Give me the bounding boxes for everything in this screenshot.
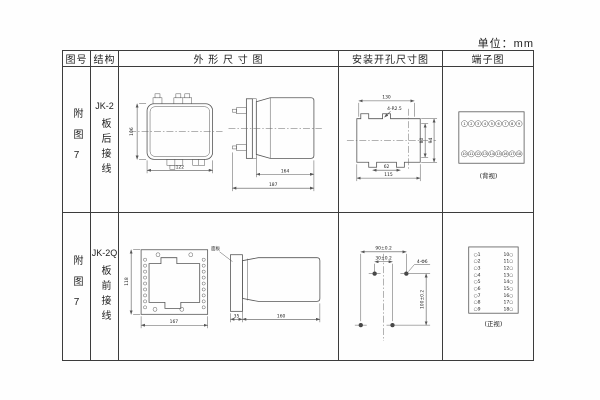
terminal-label: 11○ [503, 258, 513, 264]
jk2-mount-inner-height: 80 [419, 137, 425, 143]
jk2q-panel-label: 面板 [211, 244, 220, 251]
row1-wiring: 板后接线 [99, 118, 110, 178]
jk2-dim-depth-total: 187 [269, 182, 278, 188]
jk2q-dim-height: 118 [124, 277, 130, 286]
row1-structure-cell: JK-2 板后接线 [91, 67, 119, 213]
jk2q-dim-panel-depth: 35 [234, 313, 240, 319]
terminal-label: 17○ [503, 299, 513, 305]
jk2-outline-drawing: 106 122 164 [129, 93, 322, 192]
terminal-label: 16○ [503, 292, 513, 298]
jk2-mount-corner: 4-R2.5 [387, 106, 402, 112]
jk2q-hole-offset: 30±0.2 [375, 255, 392, 261]
jk2q-side-view: 面板 35 160 [211, 244, 321, 322]
row2-wiring: 板前接线 [99, 265, 110, 325]
terminal-label: ○9 [473, 306, 480, 312]
header-terminal: 端子图 [443, 51, 533, 67]
jk2q-dim-depth: 160 [277, 313, 286, 319]
jk2q-left-terminals [143, 257, 147, 309]
header-figure-no: 图号 [63, 51, 91, 67]
terminal-number: 2 [470, 122, 472, 126]
terminal-number: 17 [510, 152, 514, 156]
jk2-mount-width: 130 [382, 94, 391, 100]
terminal-label: ○7 [473, 292, 480, 298]
unit-label: 单位：mm [477, 38, 534, 50]
jk2-mounting-drawing: 130 4-R2.5 80 94 62 115 [346, 94, 438, 182]
header-outline: 外 形 尺 寸 图 [119, 51, 339, 67]
terminal-number: 18 [516, 152, 520, 156]
jk2q-dim-width: 167 [170, 319, 179, 325]
jk2-dim-depth: 164 [281, 168, 290, 174]
row1-model: JK-2 [95, 101, 114, 111]
jk2q-hole-span: 90±0.2 [375, 245, 392, 251]
terminal-label: ○1 [473, 251, 480, 257]
terminal-number: 8 [511, 122, 513, 126]
row1-terminal-cell: 1 2 3 4 5 6 7 8 9 10 11 12 13 14 [443, 67, 533, 213]
terminal-number: 14 [489, 152, 493, 156]
terminal-number: 16 [503, 152, 507, 156]
terminal-label: ○4 [473, 272, 480, 278]
jk2-dim-width: 122 [176, 164, 185, 170]
row2-structure-cell: JK-2Q 板前接线 [91, 213, 119, 360]
jk2q-vertical-span: 100±0.2 [420, 289, 426, 308]
jk2q-mounting-drawing: 90±0.2 30±0.2 4-Φ6 100±0.2 [354, 245, 431, 341]
terminal-label: ○8 [473, 299, 480, 305]
terminal-number: 3 [477, 122, 479, 126]
jk2-mount-inner-width: 62 [384, 164, 390, 170]
row1-outline-cell: 106 122 164 [119, 67, 339, 213]
terminal-number: 5 [490, 122, 492, 126]
row2-model: JK-2Q [91, 248, 118, 258]
jk2-mount-outer-height: 94 [428, 137, 434, 143]
row2-mounting-cell: 90±0.2 30±0.2 4-Φ6 100±0.2 [339, 213, 443, 360]
row2-figure-no: 附图7 [71, 254, 82, 319]
row1-figure-no: 附图7 [71, 107, 82, 172]
header-structure: 结构 [91, 51, 119, 67]
terminal-label: ○6 [473, 285, 480, 291]
terminal-number: 15 [496, 152, 500, 156]
jk2-terminal-bottom-row: 10 11 12 13 14 15 16 17 18 [460, 150, 522, 158]
jk2q-terminal-right-col: 10○ 11○ 12○ 13○ 14○ 15○ 16○ 17○ 18○ [503, 251, 513, 312]
spec-table: 图号 结构 外 形 尺 寸 图 安装开孔尺寸图 端子图 附图7 JK-2 板后接… [62, 50, 534, 361]
jk2-mount-outer-width: 115 [384, 172, 393, 178]
terminal-number: 9 [517, 122, 519, 126]
row1-figure-no-cell: 附图7 [63, 67, 91, 213]
terminal-number: 13 [482, 152, 486, 156]
jk2q-terminal-left-col: ○1 ○2 ○3 ○4 ○5 ○6 ○7 ○8 ○9 [473, 251, 480, 312]
terminal-number: 11 [469, 152, 473, 156]
header-mounting: 安装开孔尺寸图 [339, 51, 443, 67]
jk2-terminal-diagram: 1 2 3 4 5 6 7 8 9 10 11 12 13 14 [457, 111, 524, 180]
terminal-label: 18○ [503, 306, 513, 312]
terminal-number: 7 [504, 122, 506, 126]
terminal-label: 14○ [503, 279, 513, 285]
terminal-number: 4 [483, 122, 485, 126]
jk2q-front-view: 118 167 [124, 248, 209, 328]
terminal-label: 12○ [503, 265, 513, 271]
terminal-number: 10 [462, 152, 466, 156]
terminal-number: 6 [497, 122, 499, 126]
jk2-view-label: (背视) [479, 171, 497, 180]
terminal-label: ○2 [473, 258, 480, 264]
jk2-dim-height: 106 [129, 127, 135, 136]
jk2-front-view: 106 122 [129, 93, 223, 174]
jk2q-terminal-diagram: ○1 ○2 ○3 ○4 ○5 ○6 ○7 ○8 ○9 10○ 11○ 12○ 1… [467, 246, 519, 328]
jk2-side-view: 164 187 [228, 97, 322, 192]
terminal-label: 13○ [503, 272, 513, 278]
jk2q-holes-note: 4-Φ6 [417, 259, 428, 265]
row2-outline-cell: 118 167 面板 35 160 [119, 213, 339, 360]
row1-mounting-cell: 130 4-R2.5 80 94 62 115 [339, 67, 443, 213]
row2-figure-no-cell: 附图7 [63, 213, 91, 360]
terminal-label: ○5 [473, 279, 480, 285]
terminal-number: 1 [463, 122, 465, 126]
terminal-number: 12 [475, 152, 479, 156]
jk2q-view-label: (正视) [484, 319, 502, 328]
jk2q-right-terminals [201, 257, 206, 309]
jk2q-outline-drawing: 118 167 面板 35 160 [124, 244, 321, 328]
terminal-label: 15○ [503, 285, 513, 291]
jk2-terminal-top-row: 1 2 3 4 5 6 7 8 9 [460, 120, 522, 127]
row2-terminal-cell: ○1 ○2 ○3 ○4 ○5 ○6 ○7 ○8 ○9 10○ 11○ 12○ 1… [443, 213, 533, 360]
terminal-label: ○3 [473, 265, 480, 271]
terminal-label: 10○ [503, 251, 513, 257]
